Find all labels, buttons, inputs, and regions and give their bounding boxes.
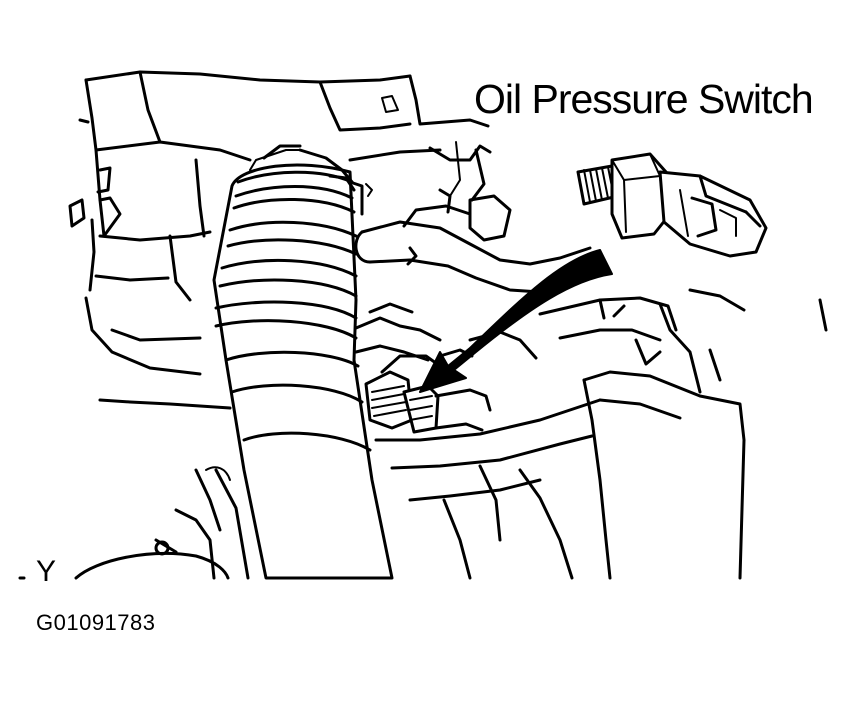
right-bracket [582,370,746,580]
lower-tubing [174,398,602,580]
reservoir-cap [74,538,230,580]
figure-id: G01091783 [36,610,156,635]
switch-connector [364,348,492,434]
frame-lines [18,298,828,580]
engine-block [68,70,492,410]
callout-label: Oil Pressure Switch [474,76,814,122]
intake-hose [212,144,394,580]
oil-pressure-switch-icon [576,152,768,258]
arrow-pointer-icon [419,249,613,393]
view-marker: Y [36,555,57,588]
